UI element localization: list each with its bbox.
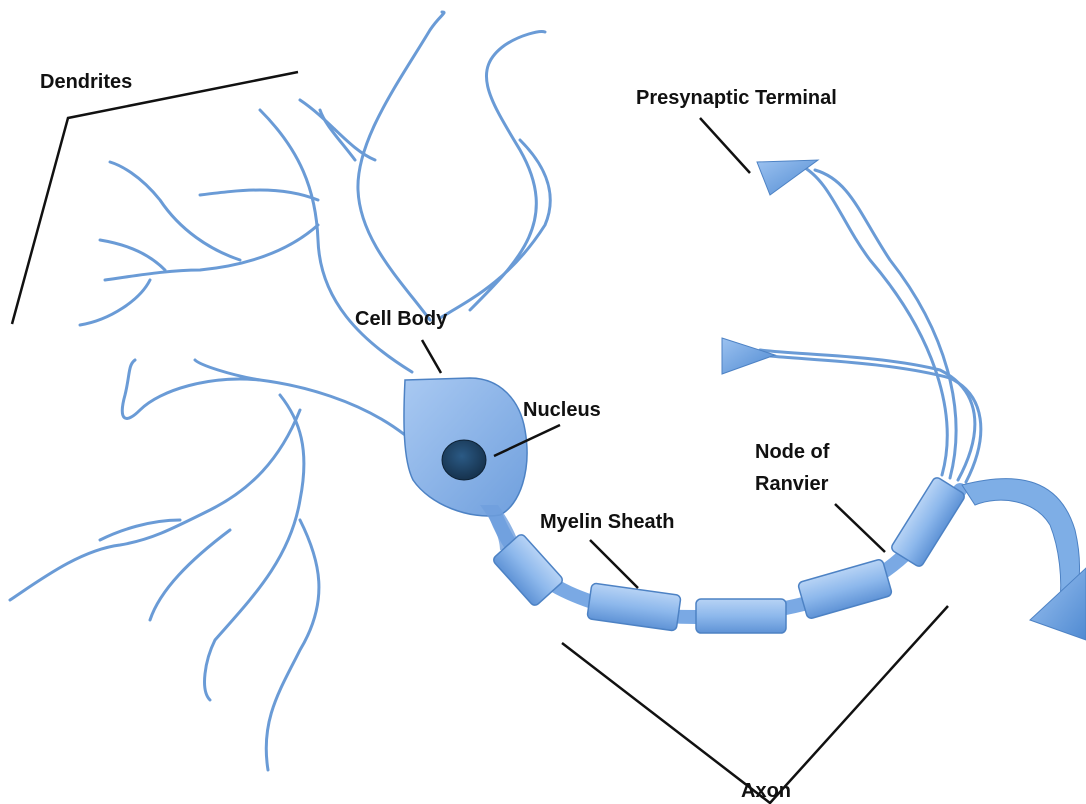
- cell-body: [404, 378, 527, 550]
- axon-ribbon-terminal: [962, 479, 1086, 640]
- label-dendrites: Dendrites: [40, 71, 132, 93]
- terminal-bouton-middle: [722, 338, 775, 374]
- axon-trunk: [490, 490, 960, 617]
- nucleus: [442, 440, 486, 480]
- presynaptic-leader: [700, 118, 750, 173]
- node-of-ranvier-leader: [835, 504, 885, 552]
- terminal-bouton-top: [757, 160, 818, 195]
- cell-body-leader: [422, 340, 441, 373]
- axon-terminal-branches: [760, 165, 981, 482]
- label-axon: Axon: [741, 780, 791, 802]
- myelin-segment: [696, 599, 786, 633]
- label-myelin-sheath: Myelin Sheath: [540, 511, 674, 533]
- myelin-segment: [890, 476, 966, 568]
- label-node-of-ranvier-1: Node of: [755, 441, 830, 463]
- dendrites-bracket: [12, 72, 298, 324]
- label-cell-body: Cell Body: [355, 308, 448, 330]
- label-presynaptic-terminal: Presynaptic Terminal: [636, 87, 837, 109]
- label-node-of-ranvier-2: Ranvier: [755, 473, 829, 495]
- terminal-bouton-right: [1030, 568, 1086, 640]
- myelin-segment: [797, 559, 892, 620]
- myelin-segment: [587, 583, 681, 631]
- label-nucleus: Nucleus: [523, 399, 601, 421]
- axon-bracket: [562, 606, 948, 803]
- myelin-sheath-leader: [590, 540, 638, 588]
